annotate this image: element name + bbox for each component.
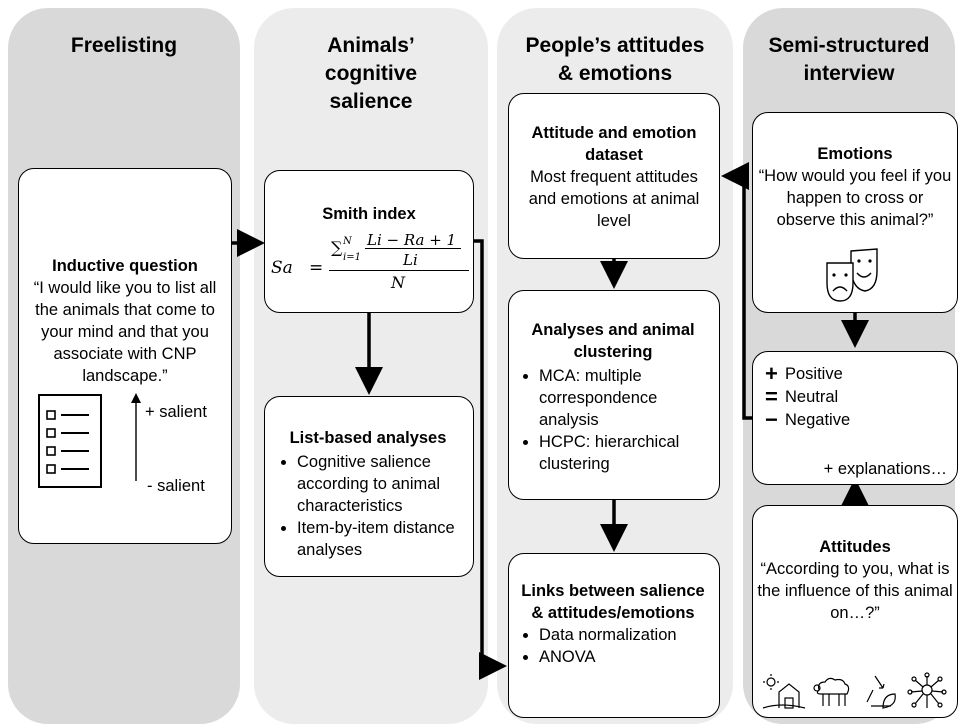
- minus-salient-label: - salient: [147, 477, 205, 495]
- people-network-icon: [907, 672, 947, 708]
- column-title: Freelisting: [70, 34, 178, 57]
- column-title: People’s attitudes & emotions: [525, 34, 705, 85]
- list-item: Data normalization: [539, 624, 711, 646]
- list-item: ANOVA: [539, 646, 711, 668]
- valence-neutral: = Neutral: [765, 383, 839, 409]
- links-box: Links between salience & attitudes/emoti…: [508, 553, 720, 718]
- smith-index-box: Smith index Sa = ∑ N i=1 Li − Ra + 1 Li …: [264, 170, 474, 313]
- formula-lhs: Sa: [271, 258, 293, 278]
- farm-icon: [762, 674, 806, 709]
- arrow-valence-to-dataset: [721, 162, 754, 420]
- dataset-text: Most frequent attitudes and emotions at …: [528, 168, 700, 230]
- arrow-smith-to-links: [474, 239, 507, 680]
- inductive-question-title: Inductive question: [52, 257, 198, 275]
- list-based-analyses-box: List-based analyses Cognitive salience a…: [264, 396, 474, 577]
- checklist-icon: [38, 394, 102, 488]
- list-based-analyses-items: Cognitive salience according to animal c…: [271, 451, 465, 561]
- links-items: Data normalization ANOVA: [515, 624, 711, 668]
- inductive-question-box: Inductive question “I would like you to …: [18, 168, 232, 544]
- equals-icon: =: [765, 383, 778, 409]
- emotions-title: Emotions: [817, 145, 893, 163]
- salience-arrow-icon: [131, 393, 141, 481]
- formula-sum-upper: N: [343, 236, 352, 247]
- attitudes-title: Attitudes: [819, 538, 891, 556]
- emotions-text: “How would you feel if you happen to cro…: [758, 167, 952, 229]
- valence-negative: − Negative: [765, 406, 851, 432]
- clustering-box: Analyses and animal clustering MCA: mult…: [508, 290, 720, 500]
- valence-box: + Positive = Neutral − Negative + explan…: [752, 351, 958, 485]
- links-title: Links between salience & attitudes/emoti…: [521, 582, 705, 622]
- theatre-masks-icon: [826, 248, 878, 302]
- explanations-label: + explanations…: [823, 460, 947, 478]
- plus-icon: +: [765, 360, 778, 386]
- attitudes-box: Attitudes “According to you, what is the…: [752, 505, 958, 718]
- dataset-title: Attitude and emotion dataset: [531, 124, 697, 164]
- formula-numerator: Li − Ra + 1: [367, 231, 457, 249]
- formula-denominator: N: [391, 273, 405, 292]
- clustering-items: MCA: multiple correspondence analysis HC…: [515, 365, 711, 475]
- inductive-question-text: “I would like you to list all the animal…: [33, 279, 217, 385]
- sheep-icon: [813, 677, 850, 706]
- recycle-leaf-icon: [866, 675, 896, 709]
- list-item: Item-by-item distance analyses: [297, 517, 465, 561]
- formula-inner-denominator: Li: [403, 251, 418, 269]
- list-item: MCA: multiple correspondence analysis: [539, 365, 711, 431]
- attitudes-text: “According to you, what is the influence…: [757, 560, 953, 622]
- formula-equals: =: [309, 258, 324, 278]
- smith-index-title: Smith index: [322, 205, 416, 223]
- list-item: HCPC: hierarchical clustering: [539, 431, 711, 475]
- formula-sum-lower: i=1: [343, 252, 361, 263]
- plus-salient-label: + salient: [145, 403, 207, 421]
- attitude-emotion-dataset-box: Attitude and emotion dataset Most freque…: [508, 93, 720, 259]
- attitudes-icons: [762, 672, 947, 709]
- smith-formula: Sa = ∑ N i=1 Li − Ra + 1 Li N: [269, 229, 469, 309]
- emotions-box: Emotions “How would you feel if you happ…: [752, 112, 958, 313]
- column-title: Animals’ cognitive salience: [324, 34, 418, 113]
- formula-sum: ∑: [331, 238, 343, 257]
- column-title: Semi-structured interview: [768, 34, 930, 85]
- column-cognitive-salience: Animals’ cognitive salience: [254, 8, 488, 724]
- clustering-title: Analyses and animal clustering: [531, 321, 695, 361]
- list-item: Cognitive salience according to animal c…: [297, 451, 465, 517]
- valence-positive: + Positive: [765, 360, 843, 386]
- minus-icon: −: [765, 406, 778, 432]
- list-based-analyses-title: List-based analyses: [289, 429, 447, 447]
